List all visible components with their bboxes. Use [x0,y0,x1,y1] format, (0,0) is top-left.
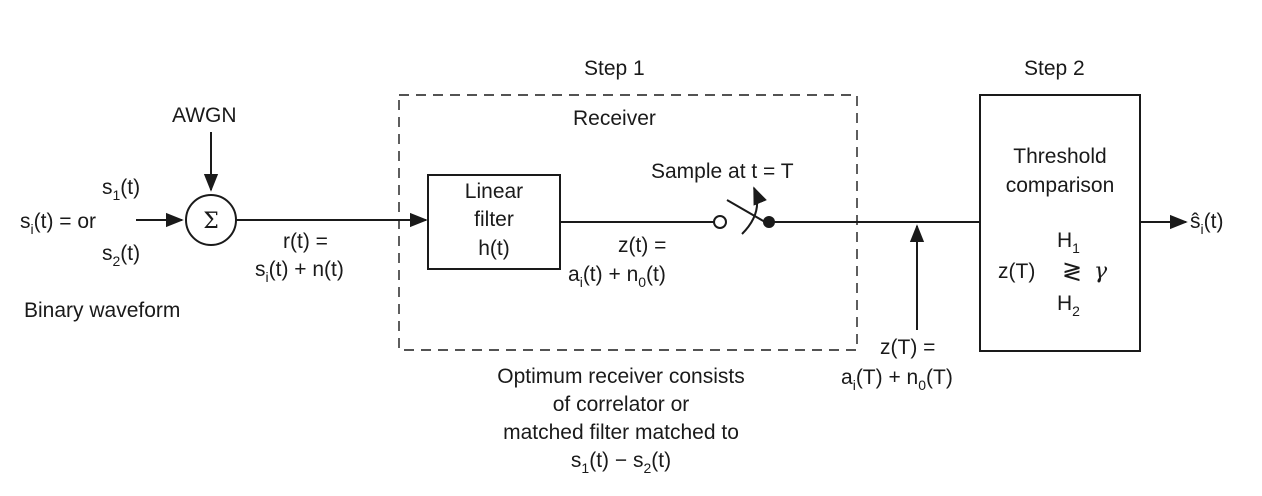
awgn-label: AWGN [172,104,237,127]
threshold-label-1: Threshold [1013,145,1106,168]
zt-expression: ai(t) + n0(t) [568,263,666,290]
note-line-4: s1(t) − s2(t) [571,449,671,476]
note-line-1: Optimum receiver consists [497,365,744,388]
gamma-label: γ [1094,259,1108,284]
switch-rotation-arrow [741,186,767,235]
sigma-icon: Σ [203,209,219,234]
receiver-label: Receiver [573,107,656,130]
h1-label: H1 [1057,229,1080,256]
switch-open-contact [713,215,727,229]
threshold-label-2: comparison [1006,174,1115,197]
zT-expression: ai(T) + n0(T) [841,366,953,393]
switch-blade-icon [726,199,766,223]
si-label: si(t) = or [20,210,96,237]
note-line-3: matched filter matched to [503,421,739,444]
zt-label: z(t) = [618,234,666,257]
zT-compare-label: z(T) [998,260,1035,283]
filter-label-2: filter [474,208,514,231]
binary-waveform-label: Binary waveform [24,299,180,322]
note-line-2: of correlator or [553,393,690,416]
h2-label: H2 [1057,292,1080,319]
output-label: ŝi(t) [1190,210,1223,237]
step1-title: Step 1 [584,57,645,80]
filter-label-3: h(t) [478,237,510,260]
sample-label: Sample at t = T [651,160,794,183]
rt-label: r(t) = [283,230,328,253]
s1-label: s1(t) [102,176,140,203]
filter-label-1: Linear [465,180,523,203]
zT-label: z(T) = [880,336,935,359]
compare-symbol: ≷ [1062,257,1082,285]
s2-label: s2(t) [102,242,140,269]
step2-title: Step 2 [1024,57,1085,80]
rt-expression: si(t) + n(t) [255,258,344,285]
